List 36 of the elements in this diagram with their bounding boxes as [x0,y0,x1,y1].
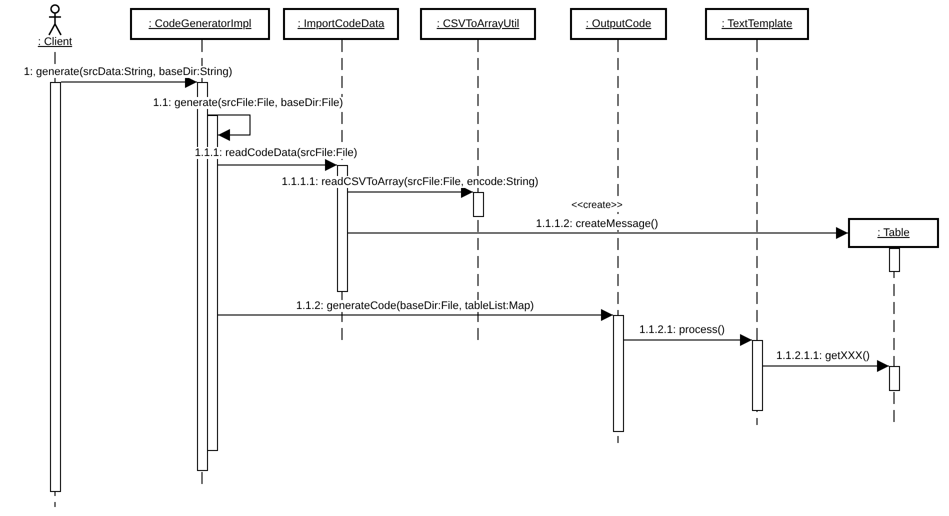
object-box [848,218,939,248]
actor-name: : Client [38,36,72,49]
message-arrow [218,309,614,321]
object-box [130,8,270,40]
message-label: 1.1.2: generateCode(baseDir:File, tableList:Map) [295,300,535,312]
object-name: : ImportCodeData [298,18,384,30]
object-box [420,8,536,40]
message-arrow [348,186,474,198]
activation-bar [473,192,484,217]
object-box [283,8,399,40]
message-label: 1.1: generate(srcFile:File, baseDir:File) [152,97,344,109]
activation-bar [752,340,763,411]
message-arrow [624,334,752,346]
message-arrow [762,360,890,372]
stereotype-label: <<create>> [570,200,624,212]
message-label: 1.1.2.1.1: getXXX() [775,350,871,362]
message-label: 1.1.1.1: readCSVToArray(srcFile:File, encode:String) [280,176,540,188]
object-name: : CSVToArrayUtil [436,18,520,30]
activation-bar [50,82,61,492]
object-name: : Table [877,226,910,240]
object-box [705,8,809,40]
object-box [570,8,667,40]
message-arrow [60,76,198,88]
message-arrow [208,114,250,141]
activation-bar [889,248,900,272]
message-label: 1.1.2.1: process() [638,324,726,336]
message-label: 1.1.1.2: createMessage() [534,218,660,230]
object-name: : CodeGeneratorImpl [148,18,252,30]
message-arrow [348,227,848,239]
activation-bar [613,315,624,432]
object-name: : TextTemplate [722,18,792,30]
object-name: : OutputCode [586,18,652,30]
message-arrow [218,159,338,171]
message-label: 1: generate(srcData:String, baseDir:String) [22,66,234,78]
activation-bar [889,366,900,391]
message-label: 1.1.1: readCodeData(srcFile:File) [194,147,358,159]
